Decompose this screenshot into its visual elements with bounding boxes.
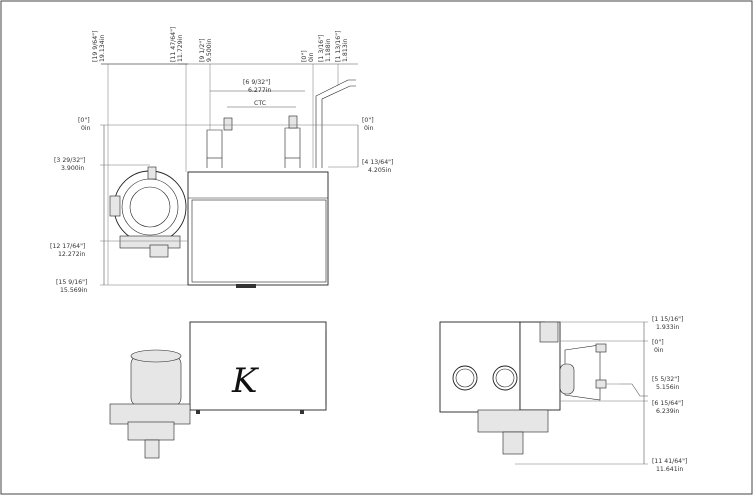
bracket-left xyxy=(206,129,223,168)
dim-0-right-frac: [0"] xyxy=(362,117,374,124)
filter-manifold xyxy=(109,403,191,425)
dim-0-top-inch: 0in xyxy=(308,52,315,62)
dim-19-9-64-frac: [19 9/64"] xyxy=(92,31,99,62)
dim-1-13-16-frac: [1 13/16"] xyxy=(335,31,342,62)
side-view xyxy=(439,321,648,465)
dim-12-17-64-inch: 12.272in xyxy=(58,251,85,258)
filter-cylinder xyxy=(130,355,182,407)
dim-6-9-32-frac: [6 9/32"] xyxy=(243,79,270,86)
tube xyxy=(315,79,356,168)
dim-11-47-64-frac: [11 47/64"] xyxy=(170,27,177,62)
dim-0-left-inch: 0in xyxy=(81,125,91,132)
dim-0-side-inch: 0in xyxy=(654,347,664,354)
top-view xyxy=(100,63,359,288)
bolt-right xyxy=(288,115,298,129)
bracket-right xyxy=(284,127,301,168)
dim-12-17-64-frac: [12 17/64"] xyxy=(50,243,85,250)
dim-9-1-2-inch: 9.500in xyxy=(206,39,213,62)
dim-1-3-16-inch: 1.188in xyxy=(325,39,332,62)
top-view-housing xyxy=(187,171,329,286)
top-view-labels: [19 9/64"] 19.134in [11 47/64"] 11.729in… xyxy=(50,27,393,294)
top-view-housing-inner xyxy=(191,199,327,283)
dim-0-left-frac: [0"] xyxy=(78,117,90,124)
dim-15-9-16-frac: [15 9/16"] xyxy=(56,279,87,286)
filter-housing xyxy=(113,170,187,244)
dim-9-1-2-frac: [9 1/2"] xyxy=(199,38,206,62)
dim-4-13-64-inch: 4.205in xyxy=(368,167,391,174)
dim-3-29-32-inch: 3.900in xyxy=(61,165,84,172)
port-left xyxy=(452,365,478,391)
dim-19-9-64-inch: 19.134in xyxy=(99,35,106,62)
dim-11-41-64-inch: 11.641in xyxy=(656,466,683,473)
dim-3-29-32-frac: [3 29/32"] xyxy=(54,157,85,164)
front-view-housing xyxy=(189,321,327,411)
side-base xyxy=(477,409,549,433)
side-view-labels: [1 15/16"] 1.933in [0"] 0in [5 5/32"] 5.… xyxy=(652,316,687,473)
dim-1-3-16-frac: [1 3/16"] xyxy=(318,35,325,62)
dim-ctc-note: CTC xyxy=(254,100,266,107)
dim-1-13-16-inch: 1.813in xyxy=(342,39,349,62)
port-right xyxy=(492,365,518,391)
dim-1-15-16-inch: 1.933in xyxy=(656,324,679,331)
dim-0-right-inch: 0in xyxy=(364,125,374,132)
dim-11-41-64-frac: [11 41/64"] xyxy=(652,458,687,465)
dim-0-top-frac: [0"] xyxy=(301,50,308,62)
dim-6-15-64-frac: [6 15/64"] xyxy=(652,400,683,407)
k-logo: K xyxy=(231,361,260,401)
dim-5-5-32-frac: [5 5/32"] xyxy=(652,376,679,383)
dim-0-side-frac: [0"] xyxy=(652,339,664,346)
dim-5-5-32-inch: 5.156in xyxy=(656,384,679,391)
dim-1-15-16-frac: [1 15/16"] xyxy=(652,316,683,323)
bolt-left xyxy=(223,117,233,131)
dim-6-15-64-inch: 6.239in xyxy=(656,408,679,415)
dim-4-13-64-frac: [4 13/64"] xyxy=(362,159,393,166)
dim-15-9-16-inch: 15.569in xyxy=(60,287,87,294)
dim-11-47-64-inch: 11.729in xyxy=(177,35,184,62)
dim-6-9-32-inch: 6.277in xyxy=(248,87,271,94)
front-view: K xyxy=(109,321,327,459)
